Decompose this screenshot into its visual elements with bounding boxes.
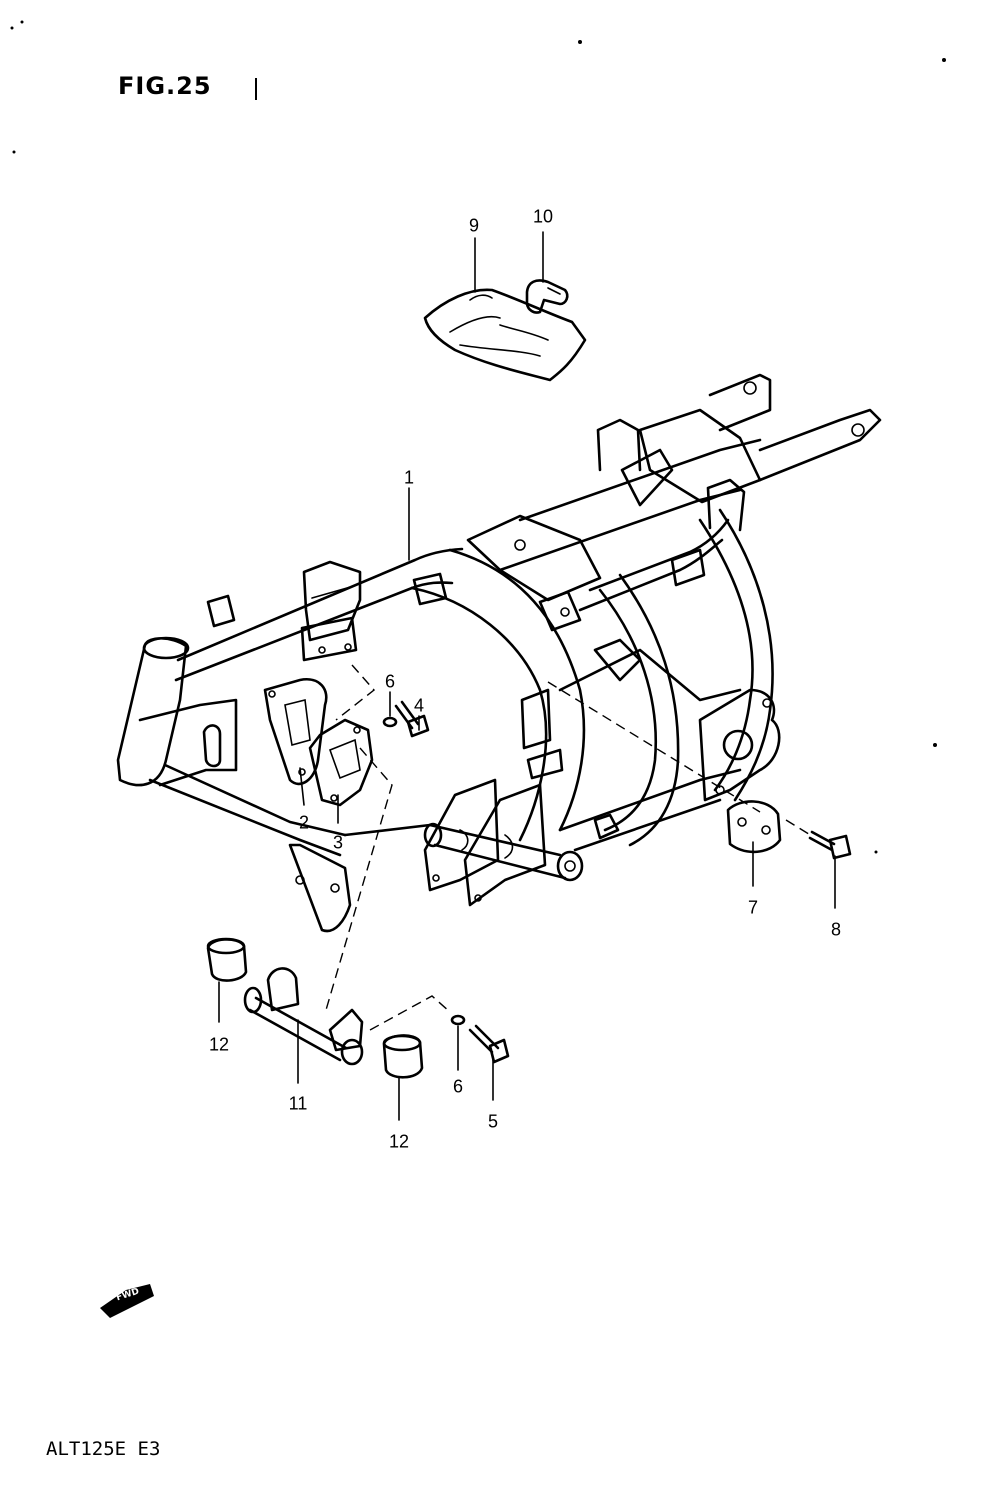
callout-9: 9 [468, 215, 480, 236]
callout-10: 10 [532, 206, 554, 227]
callout-4: 4 [413, 695, 425, 716]
part-3-bracket [308, 718, 374, 807]
callout-1: 1 [403, 467, 415, 488]
figure-title: FIG.25 [118, 72, 212, 100]
callout-12-left: 12 [208, 1034, 230, 1055]
part-2-bracket [263, 678, 328, 786]
title-bar-mark [255, 78, 257, 100]
callout-5: 5 [487, 1111, 499, 1132]
part-9-seat-cover [423, 288, 587, 382]
leader-lines [218, 231, 836, 1121]
part-5-bolt [468, 1024, 510, 1064]
part-6-washer-upper [382, 716, 398, 728]
part-6-washer-lower [450, 1014, 466, 1026]
callout-8: 8 [830, 919, 842, 940]
fwd-arrow-icon [100, 1284, 154, 1318]
part-12-bushing-right [382, 1034, 424, 1079]
part-8-bolt [808, 830, 852, 860]
scan-specks [10, 20, 946, 854]
part-10-hook [525, 279, 569, 314]
callout-3: 3 [332, 832, 344, 853]
callout-12-right: 12 [388, 1131, 410, 1152]
part-12-bushing-left [206, 937, 248, 982]
part-1-main-frame [116, 373, 882, 933]
model-code: ALT125E E3 [46, 1438, 161, 1460]
callout-11: 11 [288, 1093, 308, 1114]
callout-6-upper: 6 [384, 671, 396, 692]
callout-6-lower: 6 [452, 1076, 464, 1097]
callout-7: 7 [747, 897, 759, 918]
assembly-lines [325, 664, 813, 1031]
part-11-mount-shaft [243, 967, 364, 1066]
callout-2: 2 [298, 812, 310, 833]
